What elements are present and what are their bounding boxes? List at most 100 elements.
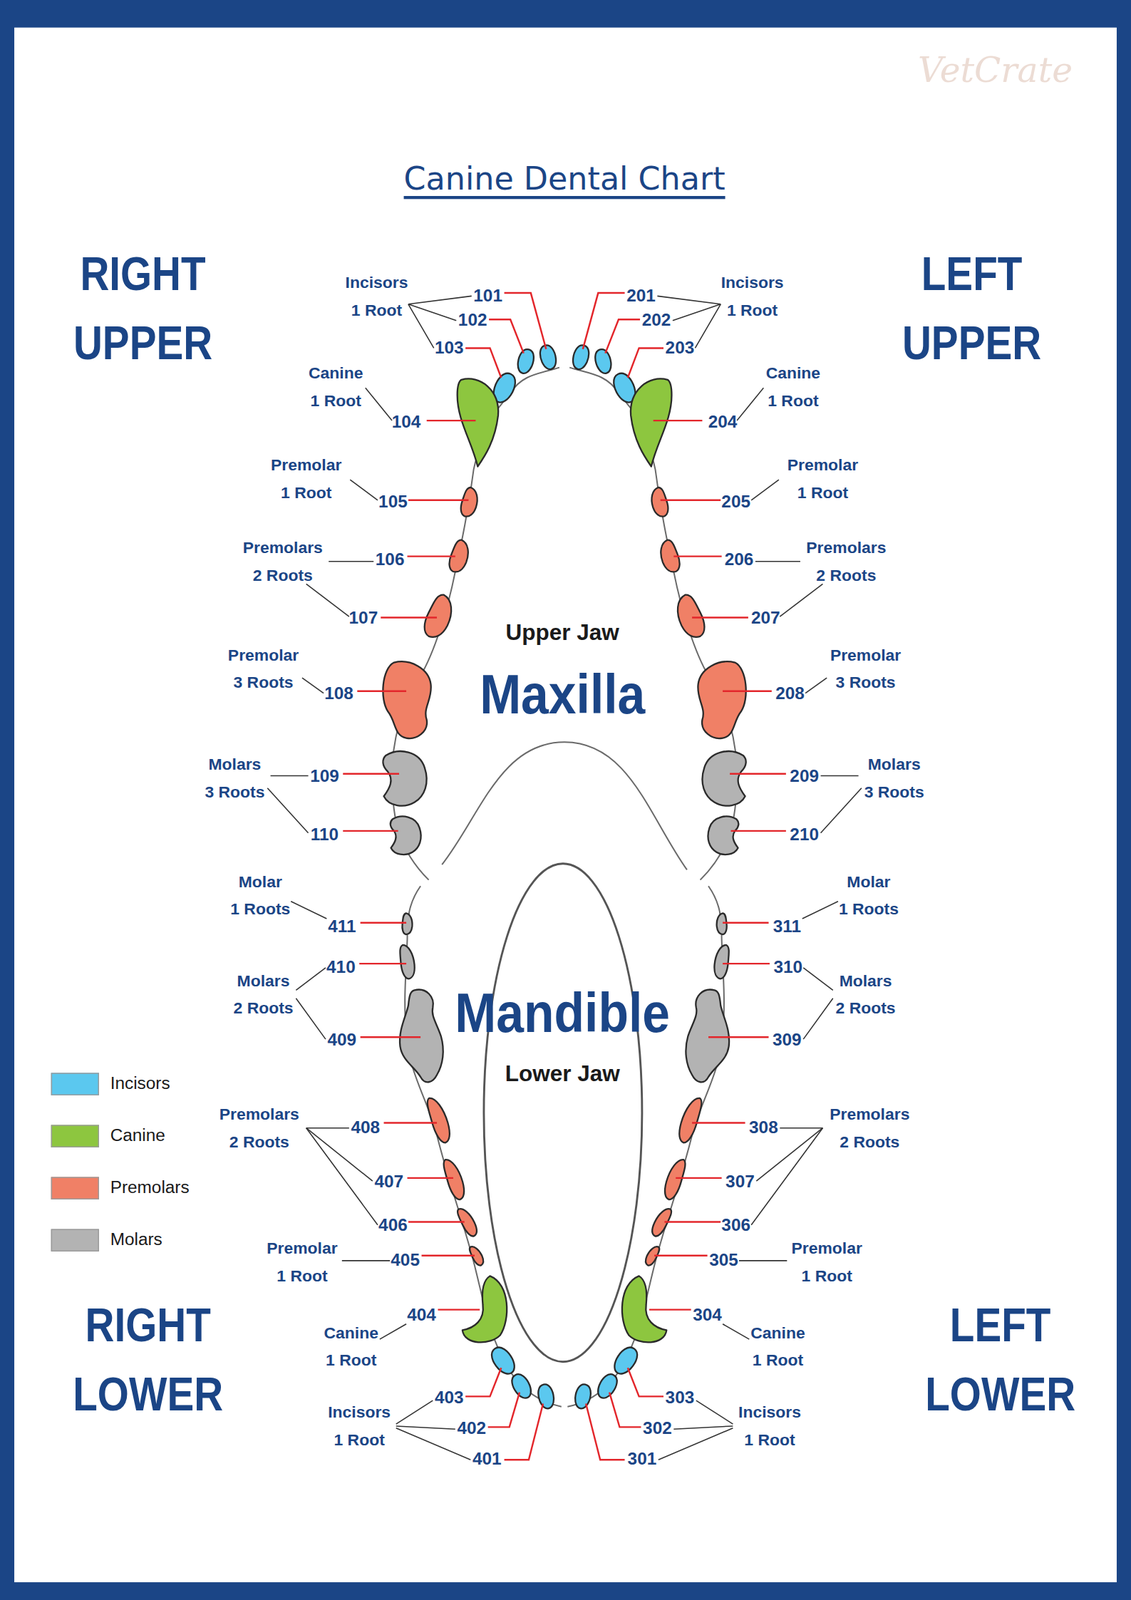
legend-label: Premolars — [110, 1178, 190, 1199]
tooth-group-label: Canine 1 Root — [324, 1319, 379, 1375]
bracket-line — [328, 560, 374, 563]
tooth-number: 107 — [349, 608, 379, 630]
tooth-group-label: Canine 1 Root — [766, 359, 821, 415]
leader-line — [465, 1367, 502, 1397]
text-line: 1 Root — [791, 1261, 862, 1290]
text-line: LOWER — [72, 1359, 224, 1429]
gum-line — [404, 885, 562, 1407]
tooth-number: 302 — [642, 1418, 673, 1440]
tooth-number: 104 — [391, 412, 422, 434]
text-line: 1 Root — [750, 1346, 805, 1375]
text-line: 1 Roots — [838, 895, 899, 923]
text-line: 1 Root — [738, 1426, 802, 1454]
text-line: 3 Roots — [864, 777, 925, 806]
tooth-group-label: Molars 2 Roots — [233, 966, 294, 1022]
tooth-number: 408 — [350, 1117, 380, 1139]
text-line: 1 Root — [270, 478, 342, 507]
tooth-group-label: Incisors 1 Root — [345, 268, 409, 324]
bracket-line — [306, 1127, 350, 1129]
text-line: Molars — [204, 750, 265, 779]
quadrant-label: LEFT UPPER — [902, 238, 1042, 378]
tooth-number: 307 — [725, 1171, 755, 1193]
text-line: Premolar — [228, 640, 299, 669]
leader-line — [380, 616, 437, 618]
bracket-line — [379, 1324, 407, 1340]
tooth-number: 310 — [773, 957, 803, 979]
tooth-number: 308 — [749, 1117, 779, 1139]
leader-line — [360, 922, 407, 924]
premolar-tooth — [424, 1094, 455, 1145]
premolar-tooth — [420, 592, 457, 642]
tooth-number: 303 — [665, 1388, 695, 1409]
leader-line — [342, 772, 400, 774]
incisor-tooth — [536, 1382, 556, 1410]
molar-tooth — [399, 989, 444, 1083]
tooth-number: 106 — [375, 550, 405, 571]
incisor-tooth — [538, 343, 559, 372]
bracket-line — [349, 479, 378, 501]
leader-line — [406, 1177, 453, 1179]
leader-line — [488, 319, 524, 353]
tooth-group-label: Molars 3 Roots — [204, 750, 265, 806]
text-line: 2 Roots — [829, 1128, 910, 1156]
text-line: Incisors — [721, 268, 784, 297]
tooth-group-label: Incisors 1 Root — [721, 268, 784, 324]
tooth-number: 411 — [327, 916, 356, 938]
bracket-line — [270, 775, 309, 777]
text-line: Canine — [766, 359, 821, 387]
tooth-group-label: Premolar 3 Roots — [228, 640, 299, 696]
leader-line — [421, 1255, 475, 1257]
text-line: 1 Root — [721, 295, 784, 324]
legend-swatch — [51, 1072, 100, 1096]
text-line: Premolars — [806, 533, 886, 562]
tooth-group-label: Molars 2 Roots — [835, 966, 896, 1022]
tooth-number: 203 — [665, 337, 695, 359]
leader-line — [426, 419, 477, 422]
tooth-number: 305 — [709, 1250, 739, 1272]
tooth-group-label: Premolar 1 Root — [791, 1234, 862, 1290]
text-line: 1 Root — [266, 1261, 338, 1290]
tooth-number: 102 — [458, 310, 488, 331]
text-line: 2 Roots — [233, 994, 294, 1022]
tooth-group-label: Premolar 1 Root — [266, 1234, 338, 1290]
text-line: Premolar — [266, 1234, 338, 1263]
text-line: Premolars — [829, 1100, 910, 1129]
text-line: 2 Roots — [806, 561, 886, 590]
tooth-number: 304 — [692, 1305, 722, 1327]
text-line: 1 Root — [327, 1426, 391, 1454]
text-line: Canine — [750, 1319, 805, 1347]
text-line: 1 Root — [345, 295, 409, 324]
tooth-number: 405 — [390, 1250, 420, 1272]
tooth-number: 208 — [775, 684, 805, 705]
text-line: Incisors — [738, 1398, 802, 1427]
bracket-line — [396, 1426, 456, 1429]
bracket-line — [342, 1259, 390, 1262]
tooth-number: 109 — [310, 766, 340, 788]
quadrant-label: LEFT LOWER — [925, 1289, 1076, 1429]
legend-swatch — [51, 1229, 100, 1253]
tooth-number: 402 — [456, 1418, 487, 1440]
premolar-tooth — [458, 486, 480, 519]
bracket-line — [295, 967, 326, 991]
text-line: Premolars — [219, 1100, 300, 1129]
tooth-number: 403 — [434, 1388, 464, 1409]
legend-swatch — [51, 1124, 100, 1148]
molar-tooth — [401, 912, 412, 935]
tooth-group-label: Molars 3 Roots — [864, 750, 925, 806]
bracket-line — [302, 677, 324, 693]
text-line: Premolars — [243, 533, 323, 562]
bracket-line — [306, 1128, 378, 1226]
tooth-group-label: Premolar 1 Root — [270, 451, 342, 506]
jaw-caption: Upper Jaw — [505, 619, 620, 646]
tooth-number: 110 — [310, 824, 339, 846]
bracket-line — [396, 1400, 434, 1424]
leader-line — [408, 499, 469, 502]
tooth-number: 108 — [324, 684, 354, 705]
legend-swatch — [51, 1176, 100, 1200]
text-line: Premolar — [830, 640, 901, 669]
tooth-group-label: Canine 1 Root — [308, 359, 363, 415]
outline-ellipse — [483, 863, 643, 1362]
tooth-number: 103 — [434, 337, 464, 359]
jaw-caption: Lower Jaw — [505, 1060, 621, 1087]
